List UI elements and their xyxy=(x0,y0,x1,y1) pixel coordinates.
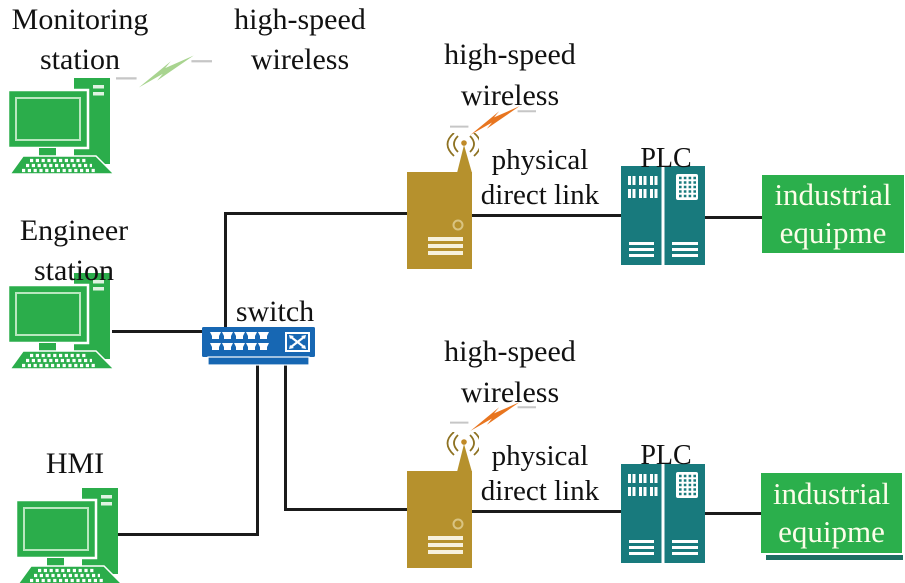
high-speed-wireless-label-upper: high-speed wireless xyxy=(430,34,590,116)
equipment-label-line2: equipme xyxy=(779,215,887,250)
high-speed-wireless-label-lower: high-speed wireless xyxy=(430,331,590,413)
label-line: station xyxy=(34,254,114,287)
label-line: high-speed xyxy=(234,3,366,36)
cable-switch-to-ap-upper xyxy=(224,212,409,215)
cable-switch-down-vertical-1 xyxy=(256,363,259,536)
cable-engineer-to-switch xyxy=(112,330,206,333)
label-line: Engineer xyxy=(19,214,129,247)
monitoring-station-computer-icon xyxy=(8,78,133,175)
plc-label-lower: PLC xyxy=(640,440,692,471)
ethernet-switch-icon xyxy=(202,327,315,368)
plc-lower-icon xyxy=(621,464,705,563)
label-line: wireless xyxy=(250,43,350,76)
switch-label: switch xyxy=(235,295,315,328)
label-line: wireless xyxy=(460,376,560,409)
cable-switch-down-vertical-2 xyxy=(284,363,287,511)
physical-direct-link-label-upper: physical direct link xyxy=(465,143,615,213)
industrial-equipment-box-lower: industrial equipme xyxy=(761,473,902,553)
equipment-box-lower-shadow xyxy=(766,555,903,560)
equipment-label-line1: industrial xyxy=(774,177,892,212)
cable-plc-upper-to-equipment xyxy=(702,216,764,219)
cable-hmi-to-switch xyxy=(112,533,259,536)
engineer-station-label: Engineer station xyxy=(0,211,148,291)
label-line: direct link xyxy=(480,475,600,507)
label-line: high-speed xyxy=(444,38,576,71)
equipment-label-line2: equipme xyxy=(778,514,885,549)
hmi-computer-icon xyxy=(16,488,141,583)
physical-direct-link-label-lower: physical direct link xyxy=(465,439,615,509)
plc-upper-icon xyxy=(621,166,705,265)
monitoring-station-label: Monitoring station xyxy=(0,0,160,80)
cable-ap-upper-to-plc-upper xyxy=(466,214,623,217)
cable-switch-to-ap-lower xyxy=(284,508,410,511)
label-line: direct link xyxy=(480,179,600,211)
industrial-equipment-box-upper: industrial equipme xyxy=(762,175,904,253)
label-line: physical xyxy=(491,440,589,472)
high-speed-wireless-label-topleft: high-speed wireless xyxy=(216,0,384,80)
label-line: wireless xyxy=(460,79,560,112)
label-line: physical xyxy=(491,144,589,176)
plc-label-upper: PLC xyxy=(640,143,692,174)
cable-ap-lower-to-plc-lower xyxy=(466,510,624,513)
cable-plc-lower-to-equipment xyxy=(702,512,763,515)
hmi-label: HMI xyxy=(45,447,105,480)
label-line: station xyxy=(40,43,120,76)
cable-switch-up-vertical xyxy=(224,212,227,330)
equipment-label-line1: industrial xyxy=(772,476,891,511)
label-line: Monitoring xyxy=(11,3,149,36)
label-line: high-speed xyxy=(444,335,576,368)
